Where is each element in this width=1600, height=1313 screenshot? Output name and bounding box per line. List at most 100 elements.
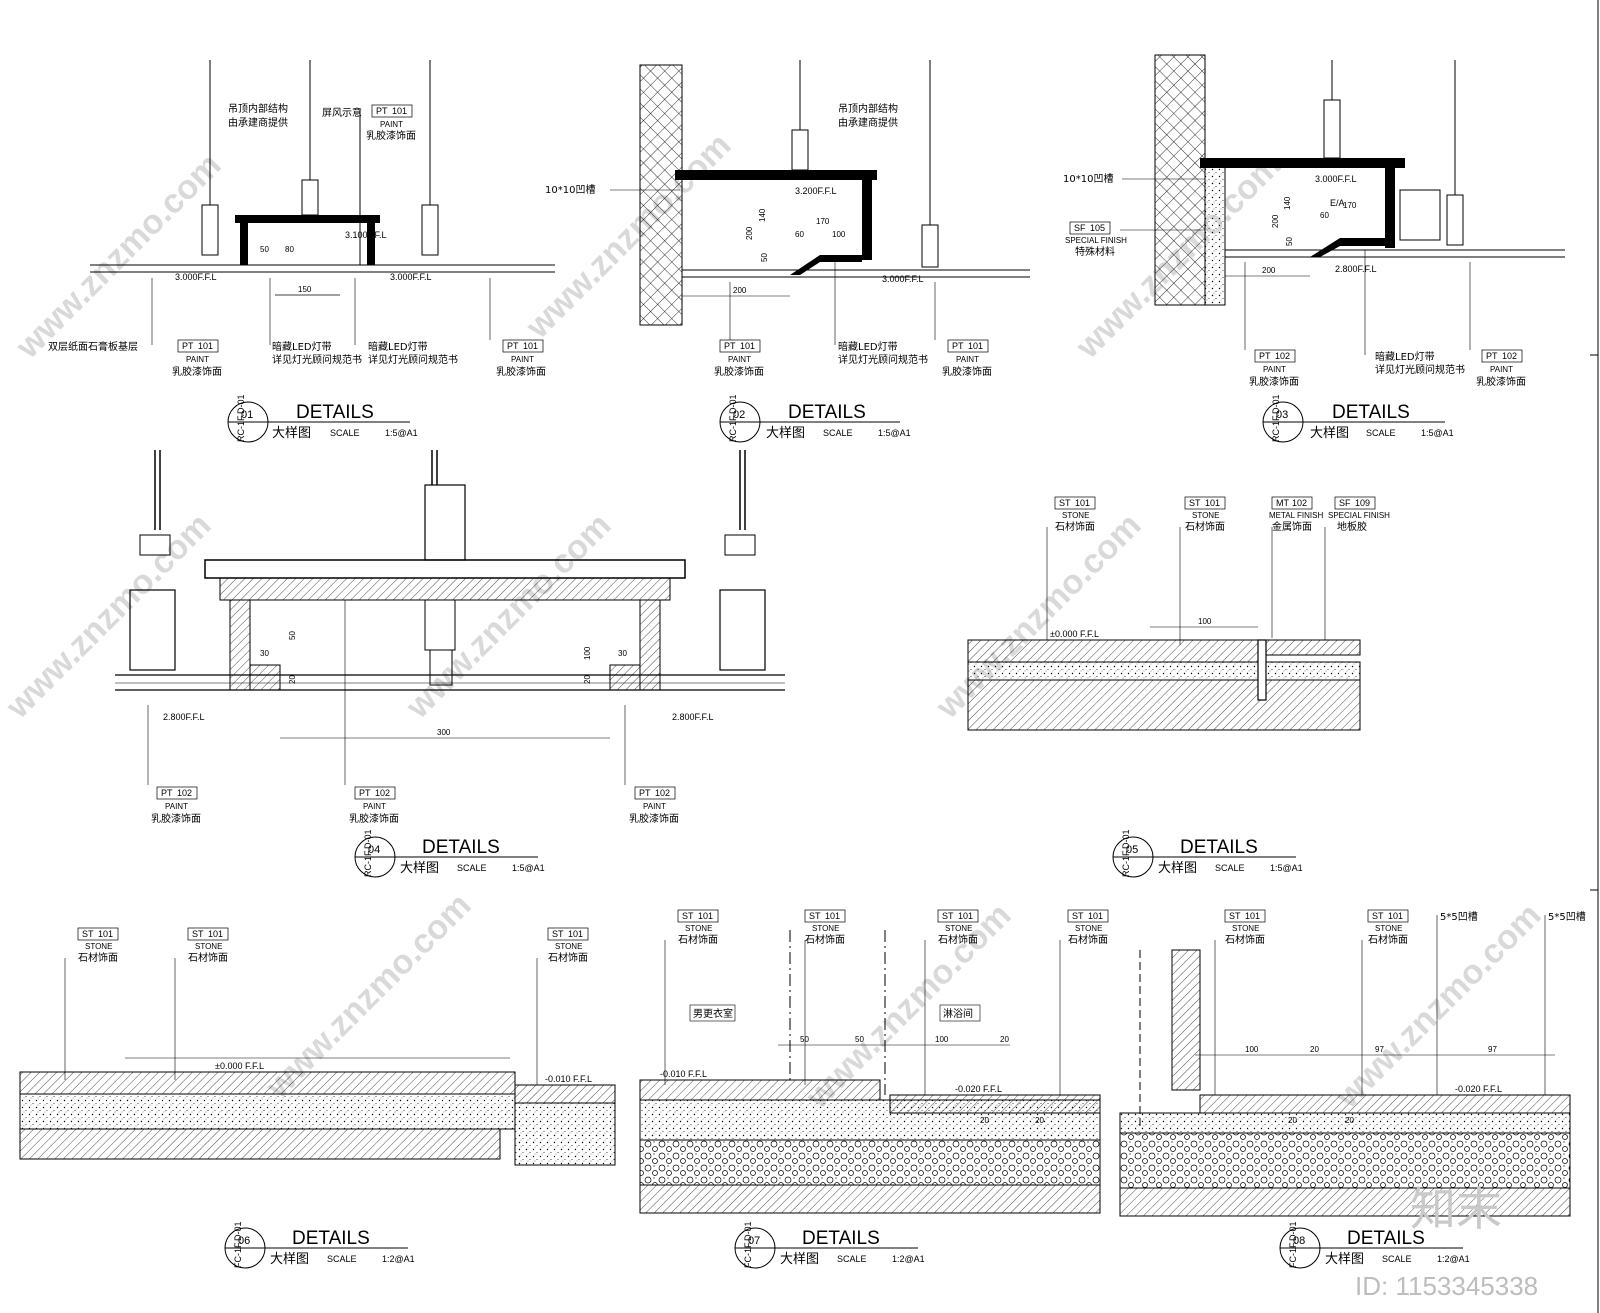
svg-text:乳胶漆饰面: 乳胶漆饰面 xyxy=(714,365,764,378)
svg-text:PAINT: PAINT xyxy=(1490,365,1513,374)
note-structure: 由承建商提供 xyxy=(838,116,898,129)
note-screen: 屏风示意 xyxy=(322,106,362,119)
svg-text:08: 08 xyxy=(1293,1235,1305,1247)
dim-label: 20 xyxy=(1035,1116,1044,1125)
dim-label: 20 xyxy=(1345,1116,1354,1125)
svg-text:101: 101 xyxy=(198,341,213,351)
tag-st101: ST 101 STONE 石材饰面 xyxy=(187,927,229,964)
dim-label: 50 xyxy=(760,253,769,262)
svg-text:PAINT: PAINT xyxy=(165,802,188,811)
svg-text:STONE: STONE xyxy=(1375,924,1402,933)
dim-label: 50 xyxy=(288,631,297,640)
watermark-site: www.znzmo.com xyxy=(8,146,228,366)
tag-pt101: PT 101 PAINT 乳胶漆饰面 xyxy=(366,104,416,142)
svg-text:101: 101 xyxy=(1075,498,1090,508)
svg-text:PAINT: PAINT xyxy=(511,355,534,364)
level-mark: ±0.000 F.F.L xyxy=(215,1061,264,1071)
svg-text:STONE: STONE xyxy=(812,924,839,933)
dim-label: 50 xyxy=(855,1035,864,1044)
dim-label: 80 xyxy=(285,245,294,254)
tag-pt102: PT 102 PAINT 乳胶漆饰面 xyxy=(349,786,399,825)
sheet-border xyxy=(1590,0,1599,1313)
svg-text:06: 06 xyxy=(238,1235,250,1247)
svg-text:大样图: 大样图 xyxy=(400,861,439,876)
svg-text:STONE: STONE xyxy=(1232,924,1259,933)
svg-text:1:5@A1: 1:5@A1 xyxy=(385,428,418,438)
svg-text:101: 101 xyxy=(825,911,840,921)
svg-text:PAINT: PAINT xyxy=(643,802,666,811)
svg-text:PAINT: PAINT xyxy=(363,802,386,811)
tag-st101: ST 101 STONE 石材饰面 xyxy=(1067,909,1109,946)
svg-text:大样图: 大样图 xyxy=(272,426,311,441)
dim-label: 97 xyxy=(1488,1045,1497,1054)
dim-label: 170 xyxy=(816,217,830,226)
svg-text:石材饰面: 石材饰面 xyxy=(805,933,845,946)
logo: 知末 xyxy=(1410,1182,1502,1236)
svg-text:FC-1F.D-01: FC-1F.D-01 xyxy=(1288,1221,1298,1268)
note-ea: E/A xyxy=(1330,198,1345,208)
tag-st101: ST 101 STONE 石材饰面 xyxy=(937,909,979,946)
svg-text:SCALE: SCALE xyxy=(1382,1254,1412,1264)
svg-text:PT: PT xyxy=(376,106,388,116)
tag-pt101: PT 101 PAINT 乳胶漆饰面 xyxy=(942,339,992,378)
svg-text:101: 101 xyxy=(523,341,538,351)
svg-text:DETAILS: DETAILS xyxy=(1332,402,1410,423)
svg-text:STONE: STONE xyxy=(85,942,112,951)
svg-text:乳胶漆饰面: 乳胶漆饰面 xyxy=(349,812,399,825)
svg-text:SCALE: SCALE xyxy=(327,1254,357,1264)
svg-text:SCALE: SCALE xyxy=(837,1254,867,1264)
brand-watermark: 知末 ID: 1153345338 xyxy=(1355,1182,1538,1301)
detail-title-01: 01 RC-1F.D-01 DETAILS 大样图 SCALE 1:5@A1 xyxy=(227,394,418,443)
svg-text:大样图: 大样图 xyxy=(766,426,805,441)
detail-03-drawing: 200 60 170 140 200 50 3.000F.F.L 2.800F.… xyxy=(1063,54,1565,376)
svg-text:SCALE: SCALE xyxy=(1366,428,1396,438)
note-led: 暗藏LED灯带 xyxy=(368,340,428,353)
svg-text:101: 101 xyxy=(98,929,113,939)
svg-text:石材饰面: 石材饰面 xyxy=(1068,933,1108,946)
svg-text:101: 101 xyxy=(968,341,983,351)
svg-text:地板胶: 地板胶 xyxy=(1337,520,1367,533)
svg-text:ST: ST xyxy=(809,911,821,921)
svg-text:102: 102 xyxy=(1275,351,1290,361)
svg-text:DETAILS: DETAILS xyxy=(802,1228,880,1249)
tag-st101: ST 101 STONE 石材饰面 xyxy=(1367,909,1409,946)
svg-text:07: 07 xyxy=(748,1235,760,1247)
svg-text:ST: ST xyxy=(192,929,204,939)
svg-text:金属饰面: 金属饰面 xyxy=(1272,520,1312,533)
dim-label: 20 xyxy=(583,675,592,684)
svg-text:大样图: 大样图 xyxy=(1158,861,1197,876)
level-mark: 2.800F.F.L xyxy=(672,712,714,722)
note-shower: 淋浴间 xyxy=(943,1007,973,1020)
svg-text:DETAILS: DETAILS xyxy=(422,837,500,858)
svg-text:PAINT: PAINT xyxy=(380,120,403,129)
svg-text:石材饰面: 石材饰面 xyxy=(1185,520,1225,533)
dim-label: 50 xyxy=(1285,237,1294,246)
svg-text:ST: ST xyxy=(552,929,564,939)
svg-text:MT: MT xyxy=(1276,498,1289,508)
detail-08-drawing: 100 20 97 97 20 20 -0.020 F.F.L 5*5凹槽 5*… xyxy=(1119,910,1586,1217)
svg-text:石材饰面: 石材饰面 xyxy=(78,951,118,964)
svg-text:ST: ST xyxy=(1189,498,1201,508)
svg-text:ST: ST xyxy=(82,929,94,939)
svg-text:SCALE: SCALE xyxy=(457,863,487,873)
svg-text:STONE: STONE xyxy=(555,942,582,951)
svg-text:04: 04 xyxy=(368,844,380,856)
svg-text:SCALE: SCALE xyxy=(330,428,360,438)
svg-text:乳胶漆饰面: 乳胶漆饰面 xyxy=(942,365,992,378)
tag-pt102: PT 102 PAINT 乳胶漆饰面 xyxy=(151,786,201,825)
svg-text:特殊材料: 特殊材料 xyxy=(1075,245,1115,258)
svg-text:PAINT: PAINT xyxy=(956,355,979,364)
note-led: 详见灯光顾问规范书 xyxy=(368,353,458,366)
dim-label: 100 xyxy=(832,230,846,239)
svg-text:109: 109 xyxy=(1355,498,1370,508)
tag-pt102: PT 102 PAINT 乳胶漆饰面 xyxy=(1476,349,1526,388)
dim-label: 97 xyxy=(1375,1045,1384,1054)
svg-text:PT: PT xyxy=(359,788,371,798)
tag-st101: ST 101 STONE 石材饰面 xyxy=(1224,909,1266,946)
svg-text:DETAILS: DETAILS xyxy=(1347,1228,1425,1249)
svg-text:石材饰面: 石材饰面 xyxy=(938,933,978,946)
level-mark: -0.010 F.F.L xyxy=(660,1069,707,1079)
svg-text:乳胶漆饰面: 乳胶漆饰面 xyxy=(1249,375,1299,388)
tag-st101: ST 101 STONE 石材饰面 xyxy=(77,927,119,964)
